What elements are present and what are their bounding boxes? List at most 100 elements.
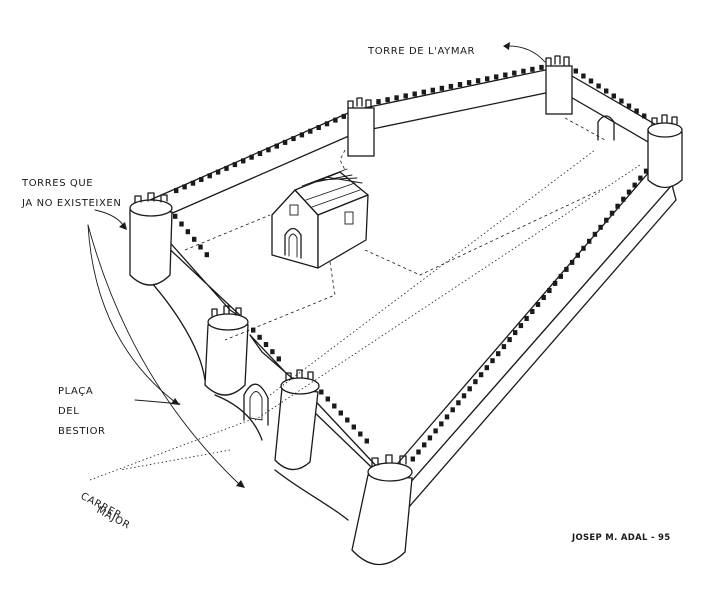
merlon bbox=[638, 175, 643, 181]
merlon bbox=[421, 89, 426, 95]
merlon bbox=[512, 70, 517, 76]
merlon bbox=[338, 410, 343, 416]
merlon bbox=[564, 266, 569, 272]
merlon bbox=[282, 139, 288, 145]
merlon bbox=[569, 259, 575, 265]
merlon bbox=[422, 442, 427, 448]
merlon bbox=[643, 168, 649, 174]
merlon bbox=[364, 438, 369, 444]
merlon bbox=[444, 414, 450, 420]
merlon bbox=[385, 97, 390, 103]
tower-back-middle bbox=[347, 97, 375, 157]
merlon bbox=[358, 431, 363, 437]
merlon bbox=[535, 302, 541, 307]
merlon bbox=[467, 386, 472, 392]
merlon bbox=[325, 396, 330, 402]
merlon bbox=[173, 213, 178, 219]
merlon bbox=[345, 417, 350, 423]
merlon bbox=[190, 180, 196, 186]
merlon bbox=[490, 358, 495, 364]
merlon bbox=[308, 128, 313, 134]
castle-walls bbox=[134, 67, 677, 521]
merlon bbox=[507, 337, 512, 343]
merlon bbox=[596, 83, 601, 89]
merlon bbox=[263, 342, 269, 347]
merlon bbox=[410, 456, 415, 462]
merlon bbox=[547, 288, 552, 293]
merlon bbox=[332, 403, 337, 409]
merlon bbox=[179, 221, 184, 227]
merlon bbox=[412, 91, 417, 97]
merlon bbox=[456, 400, 461, 406]
merlon bbox=[416, 449, 421, 455]
merlon bbox=[333, 117, 338, 123]
merlon bbox=[575, 252, 580, 258]
merlon bbox=[461, 393, 467, 399]
gate-arch bbox=[243, 383, 269, 426]
merlon bbox=[609, 210, 615, 216]
merlon bbox=[270, 349, 275, 355]
merlon bbox=[276, 356, 281, 362]
merlon bbox=[626, 189, 632, 195]
merlon bbox=[241, 158, 246, 164]
merlon bbox=[632, 182, 637, 188]
tower-back-left bbox=[129, 192, 173, 286]
merlon bbox=[475, 78, 481, 84]
merlon bbox=[198, 244, 203, 250]
merlon bbox=[484, 365, 489, 371]
chapel bbox=[271, 168, 369, 269]
merlon bbox=[621, 196, 626, 202]
label-placa-line2: DEL bbox=[58, 406, 79, 417]
merlon bbox=[592, 231, 598, 237]
merlon bbox=[266, 147, 271, 153]
merlon bbox=[199, 177, 204, 182]
merlon bbox=[530, 66, 535, 72]
label-torre-aymar: TORRE DE L'AYMAR bbox=[367, 46, 475, 57]
merlon bbox=[439, 421, 444, 427]
annotation-arrows bbox=[87, 42, 546, 488]
merlon bbox=[541, 295, 546, 300]
merlon bbox=[598, 224, 603, 230]
merlon bbox=[249, 154, 254, 160]
merlon bbox=[521, 68, 526, 74]
merlon bbox=[207, 173, 212, 179]
merlon bbox=[485, 76, 490, 82]
merlon bbox=[581, 73, 586, 79]
merlon bbox=[587, 238, 592, 244]
merlon bbox=[581, 245, 586, 251]
merlon bbox=[376, 99, 381, 105]
merlon bbox=[642, 113, 647, 119]
label-placa-line1: PLAÇA bbox=[58, 386, 93, 397]
merlon bbox=[513, 330, 518, 336]
merlon bbox=[558, 273, 563, 279]
merlon bbox=[588, 78, 594, 84]
merlon bbox=[503, 72, 508, 78]
merlon bbox=[604, 217, 609, 223]
merlon bbox=[274, 143, 279, 149]
merlon bbox=[257, 151, 263, 156]
merlon bbox=[319, 389, 324, 395]
merlon bbox=[524, 316, 529, 321]
tower-front bbox=[351, 454, 413, 566]
merlon bbox=[466, 80, 472, 86]
merlon bbox=[615, 203, 620, 209]
merlon bbox=[224, 165, 229, 171]
merlon bbox=[351, 424, 356, 430]
merlon bbox=[215, 169, 221, 175]
merlon bbox=[494, 74, 499, 80]
merlon bbox=[433, 428, 438, 434]
tower-right bbox=[597, 114, 683, 189]
merlon bbox=[291, 136, 296, 142]
merlon bbox=[427, 435, 433, 441]
label-torres-line2: JA NO EXISTEIXEN bbox=[21, 198, 121, 209]
merlon bbox=[626, 103, 632, 109]
merlon bbox=[174, 188, 179, 194]
merlon bbox=[403, 93, 408, 99]
merlon bbox=[299, 132, 305, 138]
tower-front-left-1 bbox=[204, 305, 249, 396]
merlon bbox=[439, 85, 445, 91]
merlon bbox=[394, 95, 399, 101]
merlon bbox=[324, 121, 330, 127]
merlon bbox=[530, 309, 535, 314]
